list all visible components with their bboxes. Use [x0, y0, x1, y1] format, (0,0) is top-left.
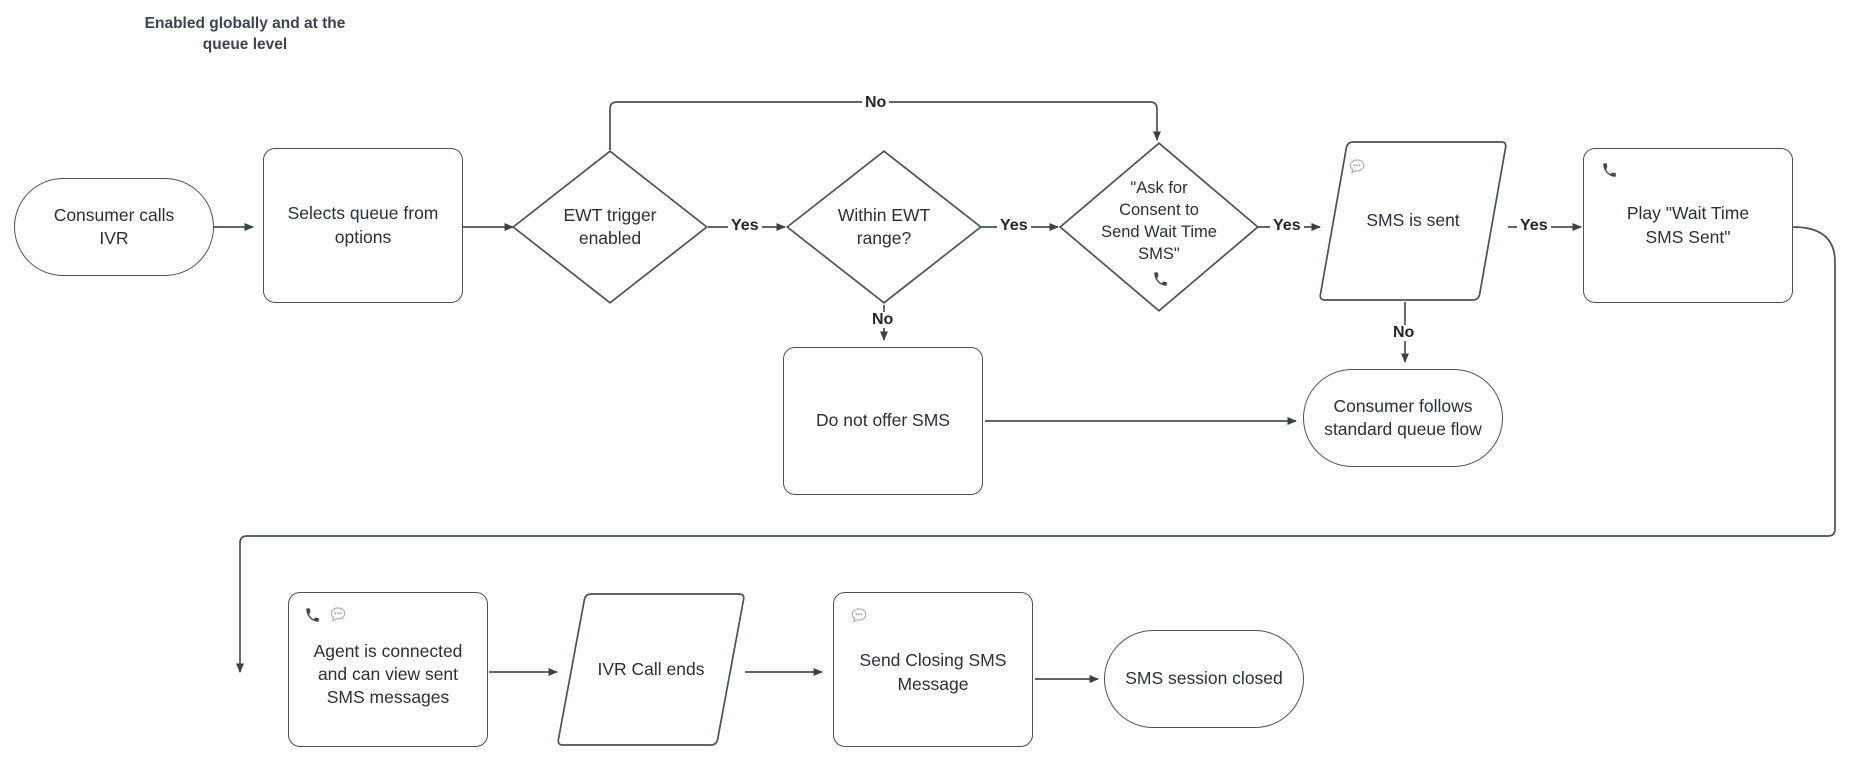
node-label: "Ask for Consent to Send Wait Time SMS"	[1101, 179, 1217, 263]
phone-icon	[306, 607, 319, 622]
node-label: SMS session closed	[1125, 668, 1283, 689]
node-play-wait-time-sms-sent[interactable]: Play "Wait Time SMS Sent"	[1583, 148, 1793, 303]
speech-bubble-icon	[1349, 159, 1365, 174]
node-label: Play "Wait Time SMS Sent"	[1626, 203, 1750, 247]
node-label: Do not offer SMS	[816, 410, 950, 431]
edge-label-sms-yes: Yes	[1517, 218, 1551, 234]
node-label: Send Closing SMS Message	[859, 650, 1007, 694]
node-agent-is-connected[interactable]: Agent is connected and can view sent SMS…	[288, 592, 488, 747]
edge-label-consent-yes: Yes	[1270, 218, 1304, 234]
node-label: Agent is connected and can view sent SMS…	[313, 640, 463, 708]
node-icons	[1602, 163, 1617, 178]
edge-label-range-yes: Yes	[997, 218, 1031, 234]
node-icons	[1348, 158, 1366, 176]
node-label: Selects queue from options	[287, 203, 439, 247]
node-ewt-trigger-enabled[interactable]: EWT trigger enabled	[512, 150, 708, 304]
node-ask-for-consent[interactable]: "Ask for Consent to Send Wait Time SMS"	[1059, 142, 1259, 312]
phone-icon	[1154, 272, 1167, 286]
phone-icon	[1603, 163, 1616, 177]
node-send-closing-sms[interactable]: Send Closing SMS Message	[833, 592, 1033, 747]
node-icons	[305, 606, 347, 624]
diagram-title: Enabled globally and at the queue level	[144, 15, 346, 53]
node-label: SMS is sent	[1366, 210, 1460, 231]
node-icons	[1153, 272, 1168, 287]
edge-label-range-no: No	[869, 312, 897, 328]
node-label: EWT trigger enabled	[563, 204, 657, 248]
node-label: Consumer calls IVR	[53, 204, 175, 248]
node-icons	[850, 607, 868, 625]
node-do-not-offer-sms[interactable]: Do not offer SMS	[783, 347, 983, 495]
node-consumer-calls-ivr[interactable]: Consumer calls IVR	[14, 178, 214, 276]
node-ivr-call-ends[interactable]: IVR Call ends	[556, 592, 746, 747]
node-label: IVR Call ends	[597, 658, 705, 679]
edge-label-ewt-no: No	[862, 95, 890, 111]
speech-bubble-icon	[851, 608, 867, 623]
node-selects-queue[interactable]: Selects queue from options	[263, 148, 463, 303]
node-sms-session-closed[interactable]: SMS session closed	[1104, 630, 1304, 728]
speech-bubble-icon	[330, 607, 346, 622]
node-label: Consumer follows standard queue flow	[1324, 395, 1482, 439]
edge-label-ewt-yes: Yes	[728, 218, 762, 234]
node-within-ewt-range[interactable]: Within EWT range?	[786, 150, 982, 304]
node-consumer-follows-queue[interactable]: Consumer follows standard queue flow	[1303, 369, 1503, 467]
edge-label-sms-no: No	[1390, 325, 1418, 341]
node-sms-is-sent[interactable]: SMS is sent	[1318, 140, 1508, 302]
node-label: Within EWT range?	[837, 204, 931, 248]
